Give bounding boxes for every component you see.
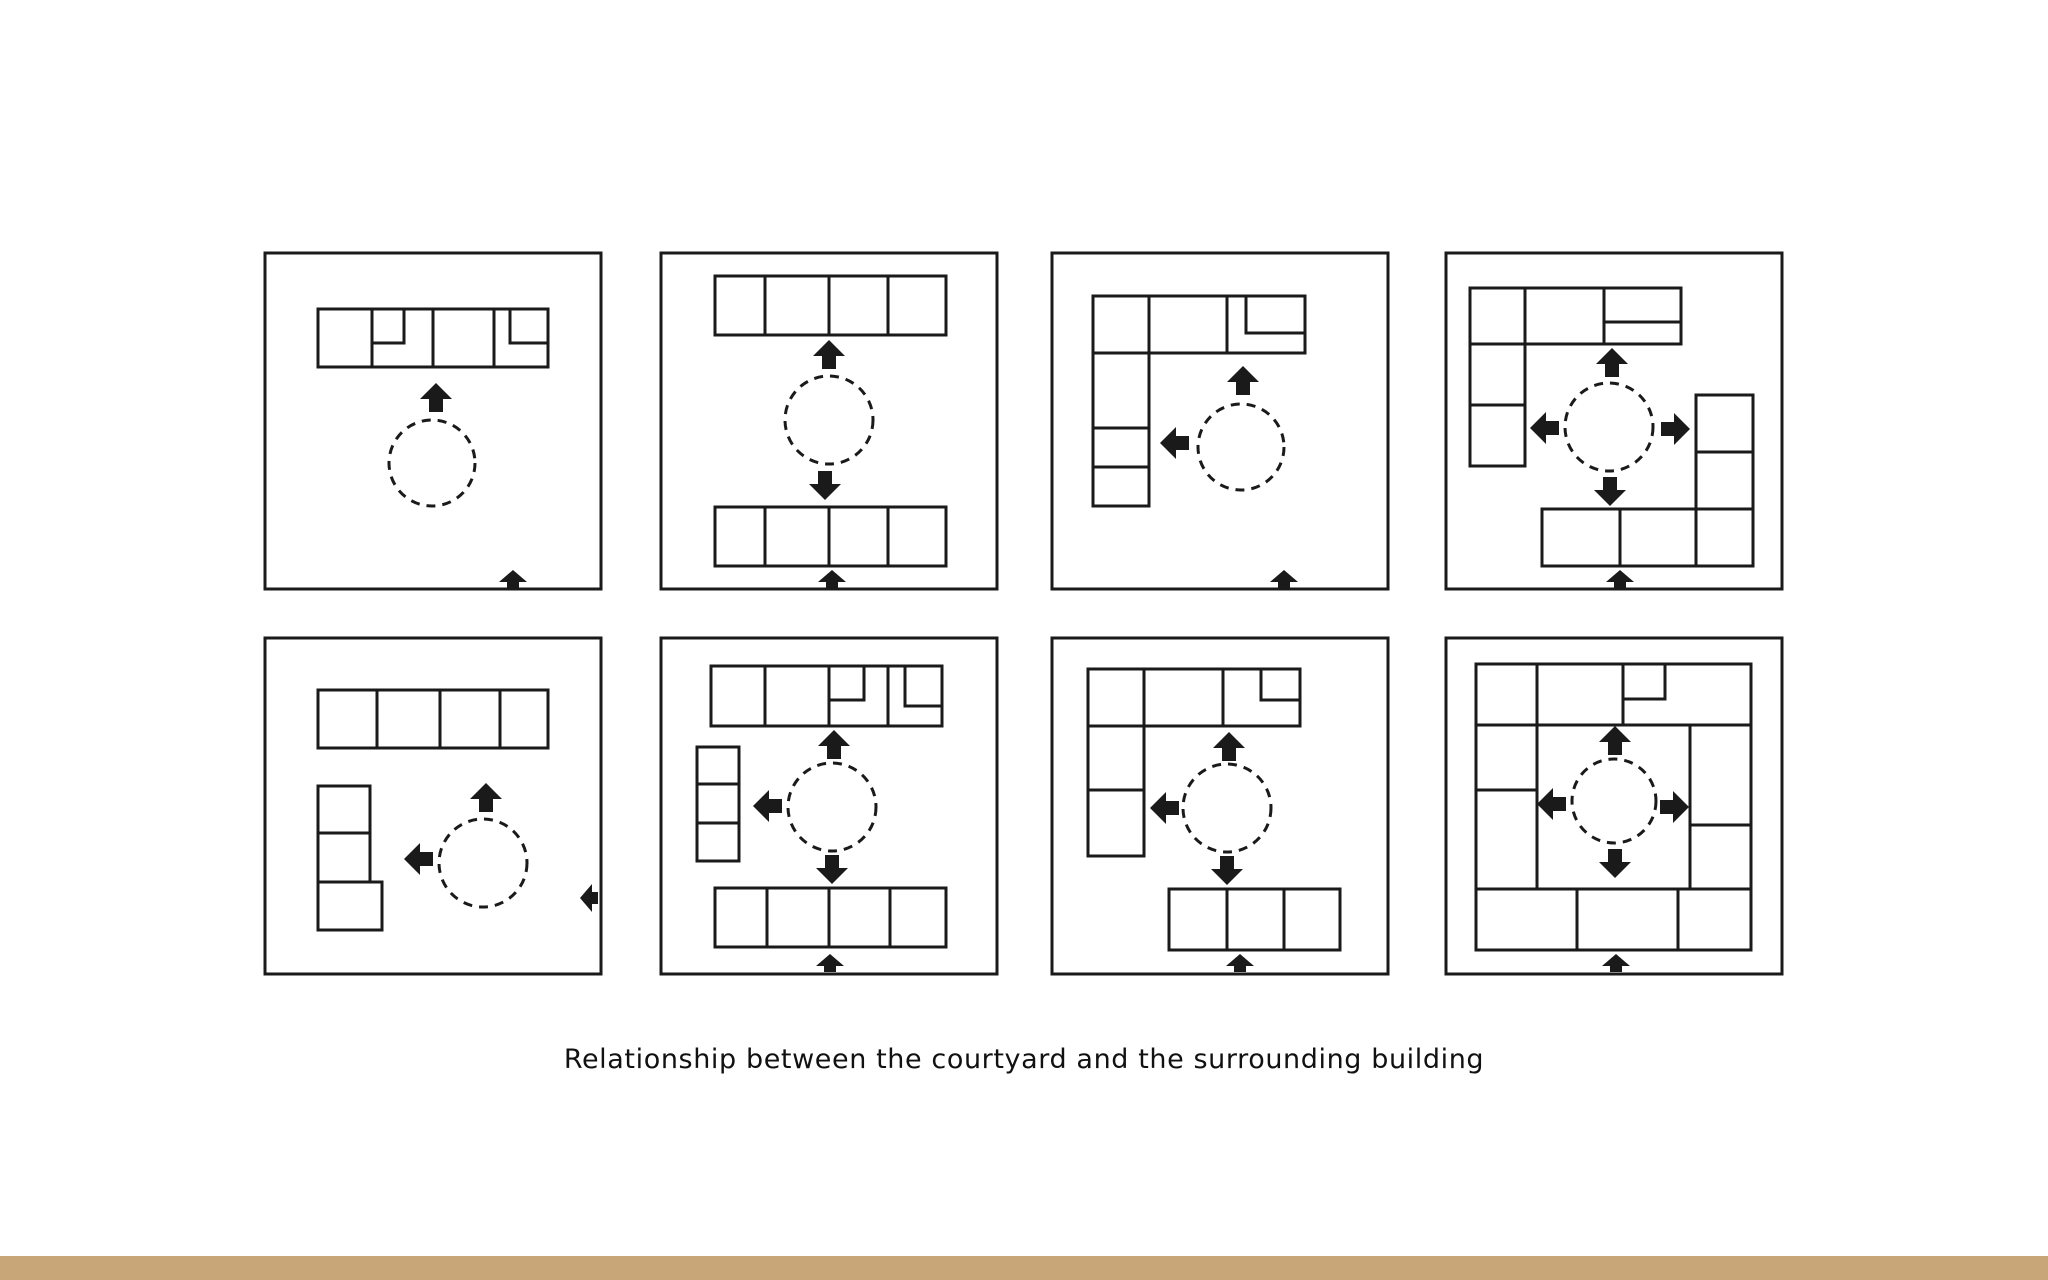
arrow-up-icon	[470, 783, 502, 812]
panel-3	[1050, 251, 1390, 591]
building-north-wing	[709, 664, 944, 728]
entrance-arrow-icon	[499, 570, 527, 588]
courtyard-circle	[1570, 757, 1658, 845]
panel-8	[1444, 636, 1784, 976]
courtyard-circle	[1196, 402, 1286, 492]
building-west-wing	[1086, 724, 1146, 858]
entrance-arrow-icon	[1602, 954, 1630, 972]
panel-4	[1444, 251, 1784, 591]
arrow-down-icon	[1599, 849, 1631, 878]
arrow-up-icon	[1213, 732, 1245, 761]
courtyard-circle	[786, 761, 878, 853]
site-frame	[1444, 636, 1784, 976]
arrow-down-icon	[816, 855, 848, 884]
building-south-wing	[1167, 887, 1342, 952]
entrance-arrow-icon	[1270, 570, 1298, 588]
panel-6	[659, 636, 999, 976]
panel-2	[659, 251, 999, 591]
arrow-left-icon	[404, 843, 433, 875]
building-south-wing	[713, 886, 948, 949]
building-north-wing	[713, 274, 948, 337]
site-frame	[659, 636, 999, 976]
building-east-wing	[1688, 723, 1753, 891]
courtyard-circle	[1563, 381, 1655, 473]
courtyard-circle	[1181, 762, 1273, 854]
panel-5	[263, 636, 603, 976]
arrow-up-icon	[1599, 726, 1631, 755]
diagram-caption: Relationship between the courtyard and t…	[563, 1044, 1485, 1075]
site-frame	[263, 251, 603, 591]
courtyard-circle	[783, 374, 875, 466]
arrow-left-icon	[1160, 427, 1189, 459]
entrance-arrow-icon	[1606, 570, 1634, 588]
arrow-down-icon	[1211, 856, 1243, 885]
courtyard-circle	[387, 418, 477, 508]
arrow-up-icon	[1596, 348, 1628, 377]
building-east-wing	[1694, 393, 1755, 511]
site-frame	[1050, 251, 1390, 591]
arrow-left-icon	[1150, 792, 1179, 824]
arrow-left-icon	[1537, 788, 1566, 820]
building-north-wing	[1086, 667, 1302, 728]
arrow-down-icon	[809, 471, 841, 500]
building-south-wing	[713, 505, 948, 568]
entrance-arrow-icon	[580, 884, 598, 912]
site-frame	[1444, 251, 1784, 591]
arrow-up-icon	[813, 340, 845, 369]
building-west-wing	[1468, 342, 1527, 468]
site-frame	[1050, 636, 1390, 976]
building-south-wing	[1540, 507, 1755, 568]
building-south-wing	[1474, 887, 1753, 952]
site-frame	[659, 251, 999, 591]
building-north-wing	[316, 307, 550, 369]
entrance-arrow-icon	[818, 570, 846, 588]
entrance-arrow-icon	[816, 954, 844, 972]
building-north-wing	[1468, 286, 1683, 346]
building-north-wing	[316, 688, 550, 750]
courtyard-circle	[437, 817, 529, 909]
arrow-right-icon	[1660, 791, 1689, 823]
building-west-wing	[1474, 723, 1539, 891]
entrance-arrow-icon	[1226, 954, 1254, 972]
footer-band	[0, 1256, 2048, 1280]
arrow-up-icon	[1227, 366, 1259, 395]
arrow-up-icon	[818, 730, 850, 759]
building-west-wing	[1091, 351, 1151, 508]
site-frame	[263, 636, 603, 976]
panel-1	[263, 251, 603, 591]
arrow-left-icon	[753, 790, 782, 822]
building-west-block	[316, 784, 384, 932]
arrow-up-icon	[420, 383, 452, 412]
building-west-wing	[695, 745, 741, 863]
arrow-right-icon	[1661, 413, 1690, 445]
arrow-down-icon	[1594, 477, 1626, 506]
panel-7	[1050, 636, 1390, 976]
arrow-left-icon	[1530, 412, 1559, 444]
building-north-wing	[1474, 662, 1753, 727]
building-north-wing	[1091, 294, 1307, 355]
